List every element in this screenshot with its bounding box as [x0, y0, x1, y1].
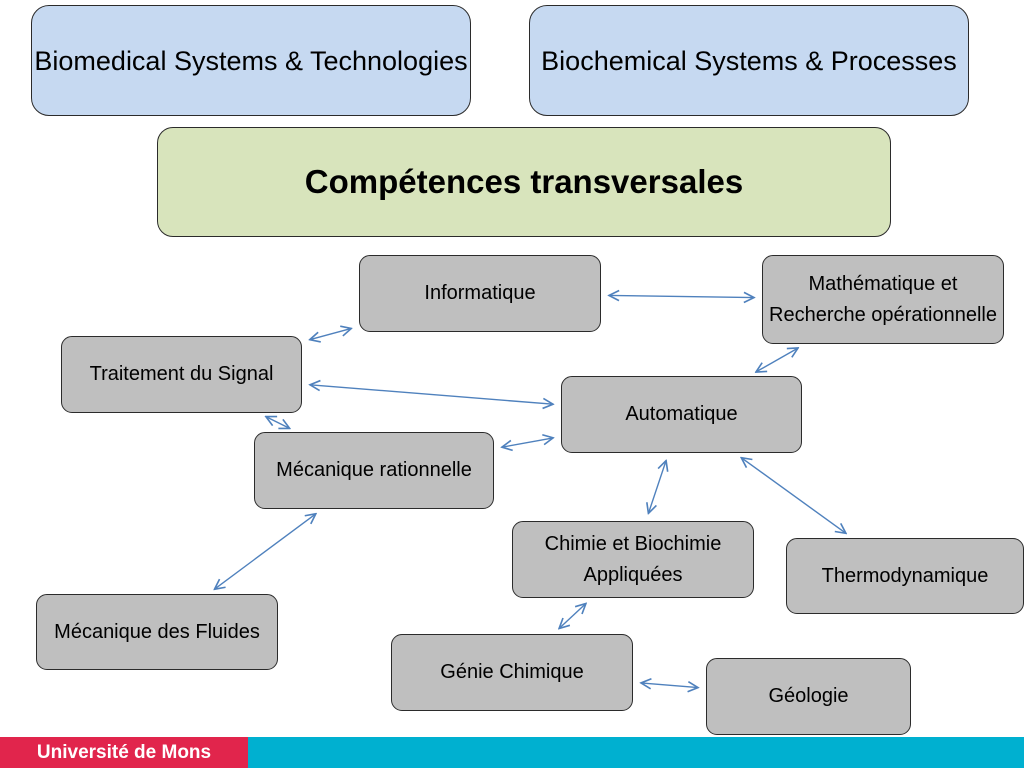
node-mecanique-rationnelle-label: Mécanique rationnelle — [276, 459, 472, 481]
arrow-mecanique_rationnelle-automatique — [502, 438, 553, 447]
node-geologie-label: Géologie — [768, 685, 849, 707]
biomedical-systems-label: Biomedical Systems & Technologies — [34, 45, 468, 76]
arrow-automatique-thermodynamique — [741, 458, 846, 534]
node-chimie-biochimie-label: Chimie et Biochimie Appliquées — [544, 532, 722, 586]
arrow-mathematique-automatique — [756, 348, 798, 372]
node-traitement-signal: Traitement du Signal — [61, 336, 302, 413]
biochemical-systems-box: Biochemical Systems & Processes — [529, 5, 969, 116]
node-thermodynamique: Thermodynamique — [786, 538, 1024, 614]
competences-transversales-title: Compétences transversales — [304, 163, 744, 200]
node-genie-chimique-label: Génie Chimique — [440, 661, 584, 683]
arrow-informatique-traitement_signal — [310, 328, 352, 339]
footer-bar: Université de Mons — [0, 737, 1024, 768]
arrow-traitement_signal-mecanique_rationnelle — [266, 417, 290, 429]
arrow-informatique-mathematique — [609, 295, 754, 297]
node-informatique: Informatique — [359, 255, 601, 332]
node-mecanique-rationnelle: Mécanique rationnelle — [254, 432, 494, 509]
arrow-automatique-chimie_biochimie — [648, 461, 666, 514]
node-automatique-label: Automatique — [625, 403, 738, 425]
node-traitement-signal-label: Traitement du Signal — [89, 363, 274, 385]
node-thermodynamique-label: Thermodynamique — [821, 564, 989, 587]
node-mathematique: Mathématique et Recherche opérationnelle — [762, 255, 1004, 344]
node-mecanique-fluides-label: Mécanique des Fluides — [54, 620, 260, 643]
node-automatique: Automatique — [561, 376, 802, 453]
arrow-chimie_biochimie-genie_chimique — [559, 603, 586, 628]
arrow-traitement_signal-automatique — [310, 385, 553, 404]
arrow-genie_chimique-geologie — [641, 683, 698, 688]
node-informatique-label: Informatique — [424, 282, 536, 304]
node-mecanique-fluides: Mécanique des Fluides — [36, 594, 278, 670]
biomedical-systems-box: Biomedical Systems & Technologies — [31, 5, 471, 116]
university-label: Université de Mons — [0, 737, 248, 768]
node-genie-chimique: Génie Chimique — [391, 634, 633, 711]
biochemical-systems-label: Biochemical Systems & Processes — [541, 45, 957, 76]
node-mathematique-label: Mathématique et Recherche opérationnelle — [769, 272, 997, 326]
competences-transversales-box: Compétences transversales — [157, 127, 891, 237]
arrow-mecanique_rationnelle-mecanique_fluides — [214, 514, 315, 589]
node-geologie: Géologie — [706, 658, 911, 735]
node-chimie-biochimie: Chimie et Biochimie Appliquées — [512, 521, 754, 598]
